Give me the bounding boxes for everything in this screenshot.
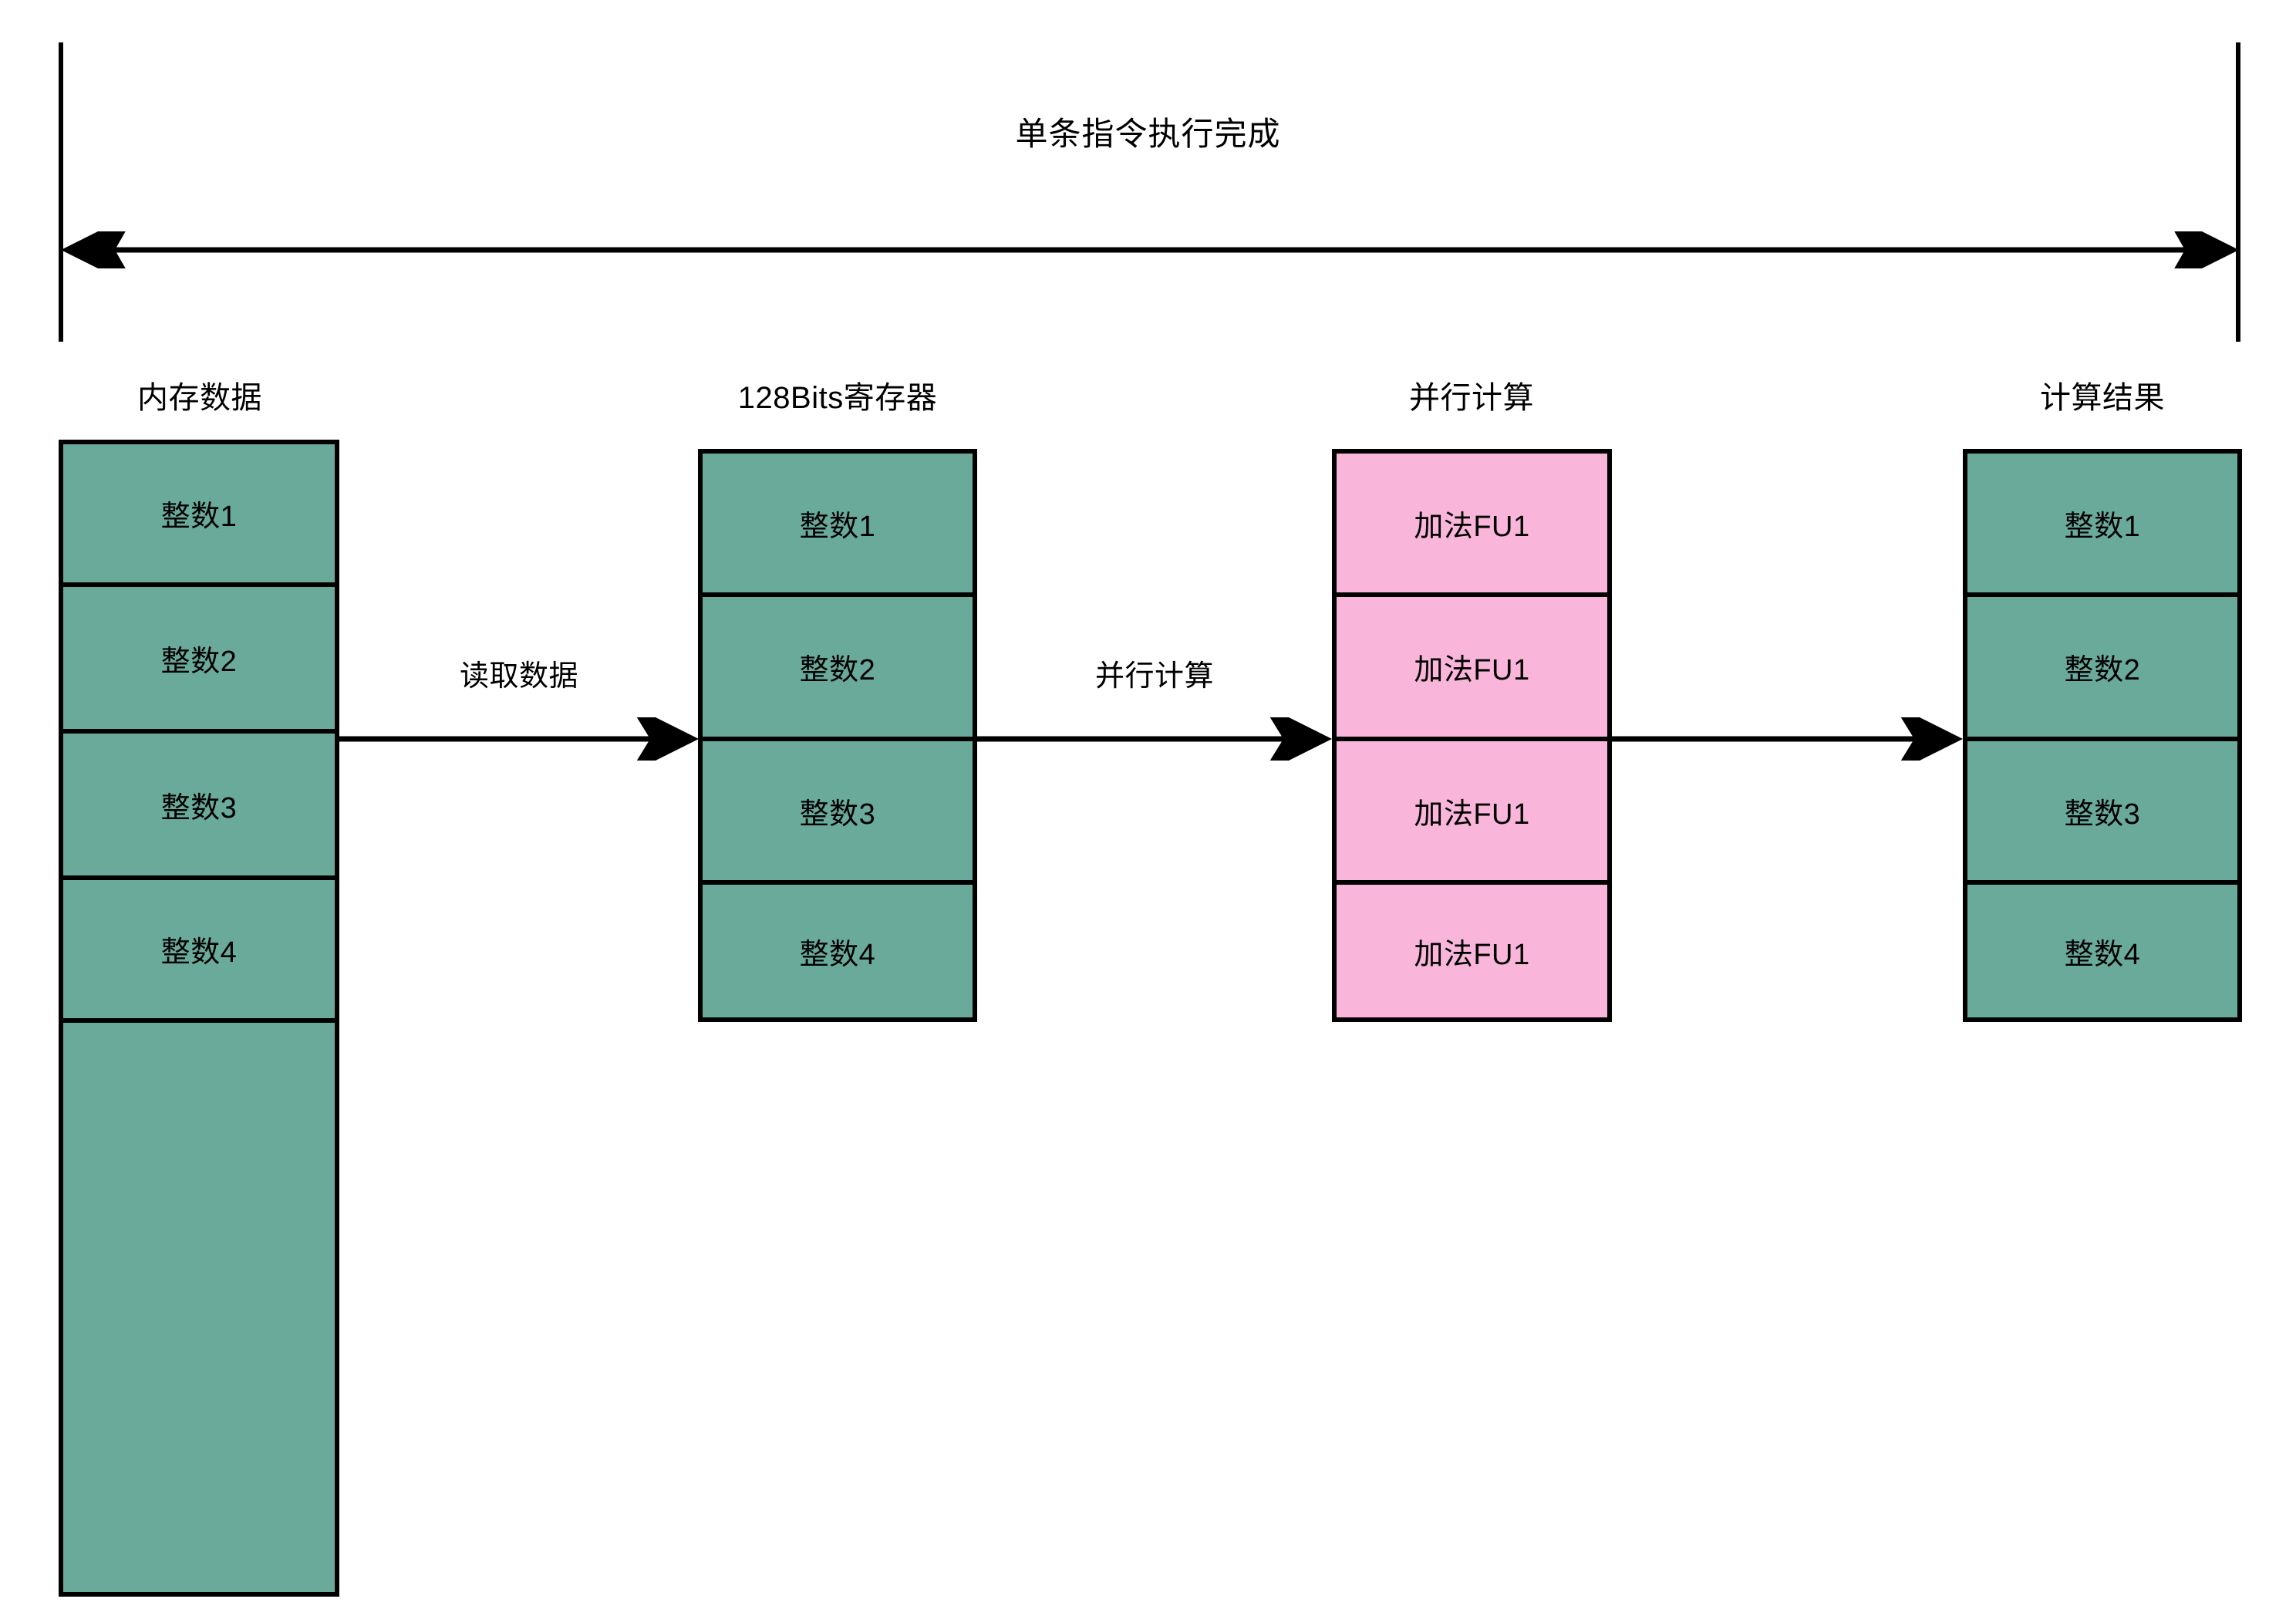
list-item: 整数3 bbox=[1967, 741, 2237, 885]
list-item: 整数3 bbox=[703, 741, 973, 885]
span-double-arrow-icon bbox=[61, 231, 2239, 268]
list-item: 整数3 bbox=[63, 734, 335, 880]
connector-arrow-read-icon bbox=[336, 717, 699, 761]
stack-register: 整数1 整数2 整数3 整数4 bbox=[698, 449, 977, 1022]
stack-memory: 整数1 整数2 整数3 整数4 bbox=[59, 440, 339, 1597]
stack-parallel-compute: 加法FU1 加法FU1 加法FU1 加法FU1 bbox=[1332, 449, 1612, 1022]
connector-label-parallel: 并行计算 bbox=[1094, 660, 1214, 693]
column-header-parallel-compute: 并行计算 bbox=[1409, 381, 1534, 415]
list-item: 加法FU1 bbox=[1337, 597, 1607, 741]
list-item-empty bbox=[63, 1023, 335, 1592]
list-item: 加法FU1 bbox=[1337, 885, 1607, 1017]
connector-arrow-parallel-icon bbox=[974, 717, 1332, 761]
column-header-register: 128Bits寄存器 bbox=[737, 381, 938, 415]
list-item: 加法FU1 bbox=[1337, 741, 1607, 885]
list-item: 整数4 bbox=[703, 885, 973, 1017]
list-item: 整数2 bbox=[703, 597, 973, 741]
list-item: 整数4 bbox=[63, 880, 335, 1023]
connector-arrow-result-icon bbox=[1609, 717, 1963, 761]
list-item: 整数2 bbox=[63, 587, 335, 734]
span-title: 单条指令执行完成 bbox=[1015, 116, 1281, 152]
list-item: 整数1 bbox=[703, 454, 973, 597]
list-item: 整数4 bbox=[1967, 885, 2237, 1017]
list-item: 加法FU1 bbox=[1337, 454, 1607, 597]
list-item: 整数1 bbox=[63, 444, 335, 587]
span-tick-right bbox=[2236, 42, 2240, 342]
list-item: 整数2 bbox=[1967, 597, 2237, 741]
column-header-memory: 内存数据 bbox=[137, 381, 262, 415]
connector-label-read: 读取数据 bbox=[459, 660, 578, 693]
span-tick-left bbox=[59, 42, 63, 342]
stack-result: 整数1 整数2 整数3 整数4 bbox=[1963, 449, 2242, 1022]
column-header-result: 计算结果 bbox=[2040, 381, 2165, 415]
list-item: 整数1 bbox=[1967, 454, 2237, 597]
